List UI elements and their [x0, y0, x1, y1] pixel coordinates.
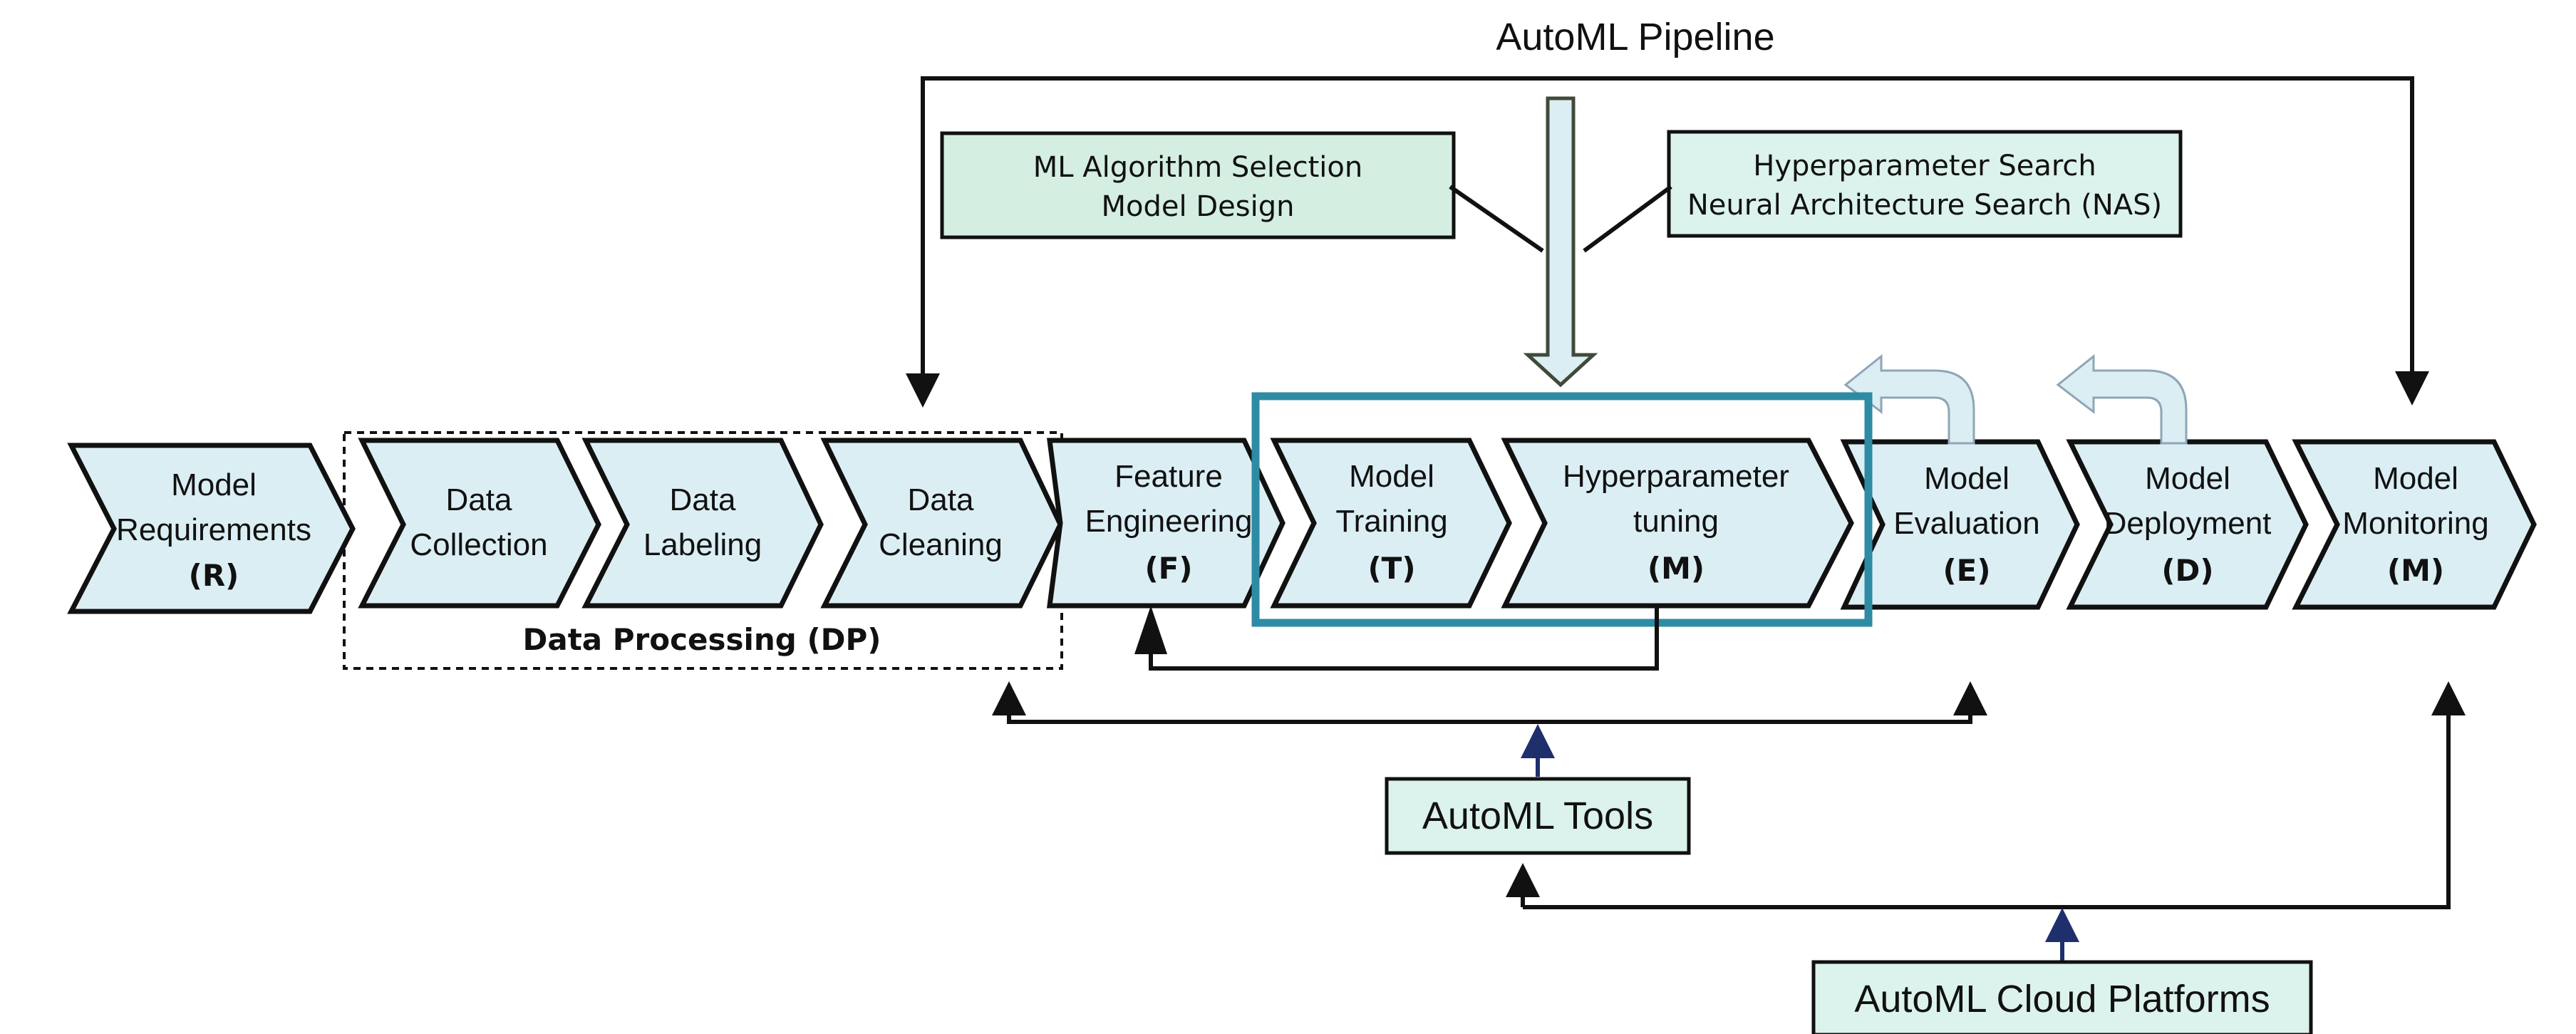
stage-model-evaluation-code: (E): [1943, 553, 1990, 588]
diagram-title: AutoML Pipeline: [1496, 16, 1774, 58]
stage-model-training-line-1: Model: [1349, 459, 1434, 494]
model-training-highlight: [1251, 392, 1873, 627]
hyperparameter-search-box: Hyperparameter Search Neural Architectur…: [1667, 130, 2183, 238]
stage-model-monitoring-line-1: Model: [2373, 461, 2458, 496]
stage-data-collection-line-1: Data: [446, 482, 512, 517]
stage-data-cleaning-line-1: Data: [908, 482, 974, 517]
stage-model-deployment-code: (D): [2161, 553, 2213, 588]
stage-model-training: Model Training (T): [1270, 438, 1512, 609]
stage-data-collection: Data Collection: [358, 438, 601, 609]
automl-tools-label: AutoML Tools: [1422, 795, 1653, 837]
stage-data-cleaning: Data Cleaning: [820, 438, 1063, 609]
hyperparameter-search-line-1: Hyperparameter Search: [1753, 150, 2096, 182]
algorithm-selection-line-2: Model Design: [1102, 190, 1295, 223]
stage-data-cleaning-line-2: Cleaning: [879, 527, 1003, 562]
stage-hyperparameter-tuning: Hyperparameter tuning (M): [1501, 438, 1854, 609]
right-box-connector: [1583, 185, 1672, 253]
data-processing-label: Data Processing (DP): [523, 622, 881, 657]
stage-data-collection-line-2: Collection: [410, 527, 547, 562]
tuning-feedback-arrow: [1134, 606, 1659, 671]
stage-model-evaluation: Model Evaluation (E): [1840, 439, 2080, 610]
automl-cloud-platforms-box: AutoML Cloud Platforms: [1811, 960, 2313, 1034]
stage-requirements-line-2: Requirements: [116, 512, 311, 547]
stage-data-labeling: Data Labeling: [581, 438, 824, 609]
automl-cloud-platforms-label: AutoML Cloud Platforms: [1854, 978, 2270, 1020]
stage-model-evaluation-line-1: Model: [1924, 461, 2009, 496]
stage-model-training-code: (T): [1367, 551, 1415, 586]
stage-model-deployment: Model Deployment (D): [2066, 439, 2309, 610]
stage-requirements-code: (R): [189, 558, 239, 593]
stage-data-labeling-line-2: Labeling: [643, 527, 762, 562]
stage-model-deployment-line-2: Deployment: [2104, 506, 2272, 541]
evaluation-return-arrow: [1843, 353, 1975, 445]
stage-requirements-line-1: Model: [171, 467, 257, 502]
stage-hyperparameter-tuning-line-2: tuning: [1633, 504, 1719, 539]
hyperparameter-search-line-2: Neural Architecture Search (NAS): [1687, 189, 2162, 222]
top-feedback-loop: [906, 76, 2429, 408]
algorithm-selection-box: ML Algorithm Selection Model Design: [940, 131, 1456, 239]
stage-feature-engineering: Feature Engineering (F): [1047, 438, 1286, 609]
stage-hyperparameter-tuning-code: (M): [1647, 551, 1705, 586]
stage-feature-engineering-line-1: Feature: [1114, 459, 1223, 494]
stage-model-training-line-2: Training: [1335, 504, 1447, 539]
cloud-connectors: [1506, 681, 2466, 962]
stage-feature-engineering-code: (F): [1144, 551, 1192, 586]
automl-tools-box: AutoML Tools: [1385, 777, 1691, 855]
tools-connectors: [992, 681, 1987, 777]
stage-hyperparameter-tuning-line-1: Hyperparameter: [1563, 459, 1789, 494]
deployment-return-arrow: [2056, 353, 2188, 445]
stage-model-evaluation-line-2: Evaluation: [1893, 506, 2039, 541]
stage-model-monitoring-code: (M): [2387, 553, 2444, 588]
left-box-connector: [1449, 185, 1544, 253]
stage-model-monitoring: Model Monitoring (M): [2292, 439, 2537, 610]
stage-model-monitoring-line-2: Monitoring: [2342, 506, 2488, 541]
stage-model-deployment-line-1: Model: [2145, 461, 2230, 496]
stage-feature-engineering-line-2: Engineering: [1085, 504, 1253, 539]
stage-data-labeling-line-1: Data: [670, 482, 736, 517]
automl-down-arrow: [1523, 96, 1598, 388]
stage-requirements: Model Requirements (R): [67, 443, 356, 614]
algorithm-selection-line-1: ML Algorithm Selection: [1033, 151, 1362, 184]
